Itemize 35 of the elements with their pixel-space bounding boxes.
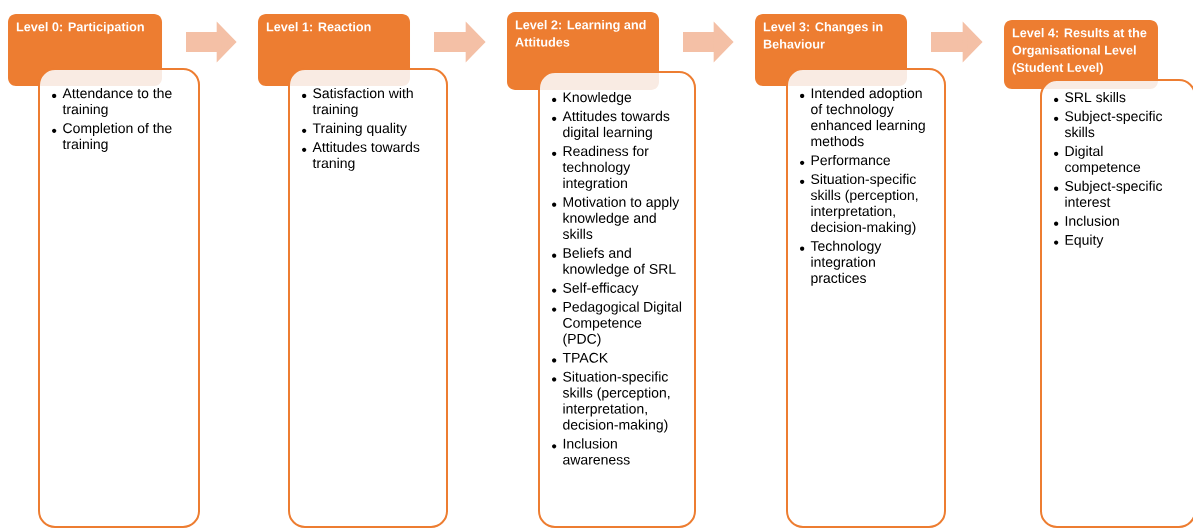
item-list-box bbox=[1040, 79, 1193, 528]
bullet-item: Satisfaction with training bbox=[302, 87, 413, 117]
level-heading: Level 0: Participation bbox=[16, 22, 144, 34]
bullet-item: Attitudes towards digital learning bbox=[552, 110, 670, 140]
bullet-item: Inclusion awareness bbox=[552, 438, 630, 465]
bullet-item: Performance bbox=[800, 154, 890, 166]
bullet-item: Self-efficacy bbox=[552, 282, 639, 296]
level-heading: Level 3: Changes in Behaviour bbox=[763, 22, 883, 49]
bullet-item: Training quality bbox=[302, 122, 407, 136]
level-heading: Level 1: Reaction bbox=[266, 22, 371, 32]
bullet-item: Knowledge bbox=[552, 91, 632, 105]
bullet-item: Subject-specific interest bbox=[1054, 180, 1163, 207]
bullet-item: TPACK bbox=[552, 352, 608, 363]
bullet-item: Equity bbox=[1054, 234, 1104, 248]
bullet-item: Technology integration practices bbox=[800, 240, 882, 286]
item-list-box bbox=[38, 68, 200, 528]
bullet-item: Readiness for technology integration bbox=[552, 145, 649, 191]
bullet-item: Intended adoption of technology enhanced learning methods bbox=[800, 87, 925, 147]
level-heading: Level 2: Learning and Attitudes bbox=[515, 20, 646, 47]
bullet-item: Situation-specific skills (perception, interpretation, decision-making) bbox=[552, 371, 670, 433]
bullet-item: Situation-specific skills (perception, interpretation, decision-making) bbox=[800, 173, 918, 235]
bullet-item: Beliefs and knowledge of SRL bbox=[552, 247, 676, 277]
bullet-item: Subject-specific skills bbox=[1054, 110, 1163, 138]
bullet-item: Attitudes towards traning bbox=[302, 141, 420, 171]
bullet-item: SRL skills bbox=[1054, 91, 1126, 103]
item-list-box bbox=[288, 68, 448, 528]
level-heading: Level 4: Results at the Organisational Level (Student Level) bbox=[1012, 28, 1147, 75]
item-list-box bbox=[786, 68, 946, 528]
item-list-box bbox=[538, 71, 696, 528]
bullet-item: Pedagogical Digital Competence (PDC) bbox=[552, 301, 682, 347]
bullet-item: Completion of the training bbox=[52, 122, 172, 152]
bullet-item: Digital competence bbox=[1054, 145, 1141, 175]
bullet-item: Attendance to the training bbox=[52, 87, 172, 117]
bullet-item: Motivation to apply knowledge and skills bbox=[552, 196, 680, 239]
bullet-item: Inclusion bbox=[1054, 215, 1119, 226]
